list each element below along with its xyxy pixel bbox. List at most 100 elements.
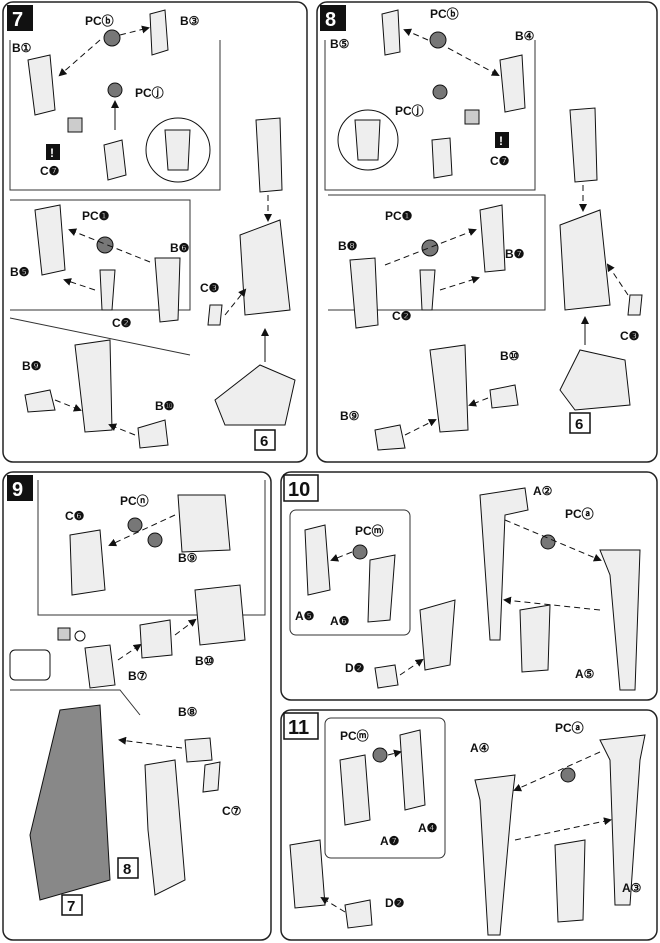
part-knee <box>239 219 291 316</box>
label-c3: C❸ <box>620 329 640 343</box>
part-knee <box>559 209 611 311</box>
part-pca <box>540 534 556 550</box>
part-b27 <box>184 737 213 763</box>
label-d2: D❷ <box>345 661 365 675</box>
label-pca: PCⓐ <box>555 720 584 735</box>
label-c2: C❷ <box>112 316 132 330</box>
label-pcb: PCⓑ <box>85 13 114 28</box>
part-pcb <box>429 31 447 49</box>
label-b31: B❻ <box>170 241 190 255</box>
svg-text:!: ! <box>50 146 54 160</box>
part-pca <box>560 767 576 783</box>
part-b33 <box>349 257 379 329</box>
label-pcb: PCⓑ <box>430 6 459 21</box>
label-b28: B⑨ <box>178 551 198 565</box>
part-a5 <box>304 524 331 596</box>
part-c2 <box>99 269 116 311</box>
part-upper-leg <box>569 107 598 183</box>
label-pca: PCⓐ <box>565 506 594 521</box>
label-c7: C❼ <box>490 154 510 168</box>
part-leg-frame <box>144 759 186 896</box>
part-foot <box>214 364 296 426</box>
label-c6: C❻ <box>65 509 85 523</box>
ref-box-6 <box>569 412 591 434</box>
ref-box-8 <box>117 857 139 879</box>
part-c2 <box>419 269 436 311</box>
label-b37: B❿ <box>155 399 175 413</box>
label-b27: B⑧ <box>178 705 198 719</box>
label-c3: C❸ <box>200 281 220 295</box>
label-a5: A❺ <box>295 609 315 623</box>
label-c7: C❼ <box>40 164 60 178</box>
part-leg-lower <box>429 344 469 433</box>
part-b24 <box>84 644 116 689</box>
part-b18 <box>149 9 169 56</box>
label-c14: C⑦ <box>222 804 242 818</box>
step-number: 9 <box>12 479 23 501</box>
label-a4: A❹ <box>418 821 438 835</box>
step-8-panel: 8 PCⓑ B⑤ B④ PCⓙ C❼ ! PC❶ B❽ B❼ C❷ <box>316 1 658 463</box>
part-b20 <box>381 9 401 56</box>
part-b32 <box>479 204 506 273</box>
label-d2: D❷ <box>385 896 405 910</box>
step-number: 11 <box>288 717 309 739</box>
part-a20 <box>474 774 516 936</box>
label-a20: A④ <box>470 741 490 755</box>
part-foot <box>559 349 631 411</box>
part-b19 <box>499 54 526 113</box>
label-b18: B③ <box>180 14 200 28</box>
label-a6: A❻ <box>330 614 350 628</box>
label-pcj: PCⓙ <box>135 85 164 100</box>
part-pc1 <box>96 236 114 254</box>
step-number-badge <box>320 5 346 31</box>
svg-text:8: 8 <box>123 861 131 878</box>
part-a6 <box>367 554 396 623</box>
part-c6 <box>69 529 106 596</box>
label-b17: B① <box>12 41 32 55</box>
part-a19 <box>599 734 646 906</box>
exclamation-callout-icon <box>46 144 60 160</box>
part-c14 <box>202 761 221 793</box>
part-b31 <box>154 257 181 323</box>
svg-text:6: 6 <box>260 433 268 450</box>
rotate-joint-icon <box>74 630 86 642</box>
exclamation-callout-icon <box>495 132 509 148</box>
part-pcb <box>103 29 121 47</box>
sticker-icon <box>464 109 480 125</box>
step-number: 10 <box>288 479 310 501</box>
part-pc1 <box>421 239 439 257</box>
label-b24: B⑦ <box>128 669 148 683</box>
step-number-badge <box>7 475 33 501</box>
part-pcm <box>352 544 368 560</box>
part-b36 <box>24 389 56 413</box>
part-c7 <box>103 139 127 181</box>
label-pcm: PCⓜ <box>340 728 369 743</box>
label-b35: B⑩ <box>500 349 520 363</box>
part-upper-leg <box>255 117 283 193</box>
label-pcm: PCⓜ <box>355 523 384 538</box>
part-a7 <box>339 754 371 826</box>
part-c3 <box>207 304 223 326</box>
step-number-badge <box>283 474 319 502</box>
part-a4 <box>399 729 426 811</box>
part-pcj <box>432 84 448 100</box>
part-hip <box>194 584 246 646</box>
step-number-badge <box>283 712 319 740</box>
svg-text:!: ! <box>499 134 503 148</box>
step-number: 7 <box>12 9 23 31</box>
part-b17 <box>27 54 56 116</box>
step-7-panel: 7 PCⓑ B③ B① PCⓙ C❼ ! PC❶ B❺ B❻ C❷ <box>2 1 308 463</box>
part-c3 <box>627 294 643 316</box>
part-sub-assembly <box>419 599 456 671</box>
part-pcj <box>107 82 123 98</box>
part-d2 <box>344 899 373 929</box>
ref-box-6 <box>254 429 276 451</box>
label-a21: A⑤ <box>575 667 595 681</box>
ref-box-7 <box>61 894 83 916</box>
step-number: 8 <box>325 9 336 31</box>
part-d2 <box>374 664 399 689</box>
step-9-panel: 9 C❻ PCⓝ B⑨ B⑩ B⑦ B⑧ C⑦ 7 8 <box>2 471 272 941</box>
label-c2: C❷ <box>392 309 412 323</box>
